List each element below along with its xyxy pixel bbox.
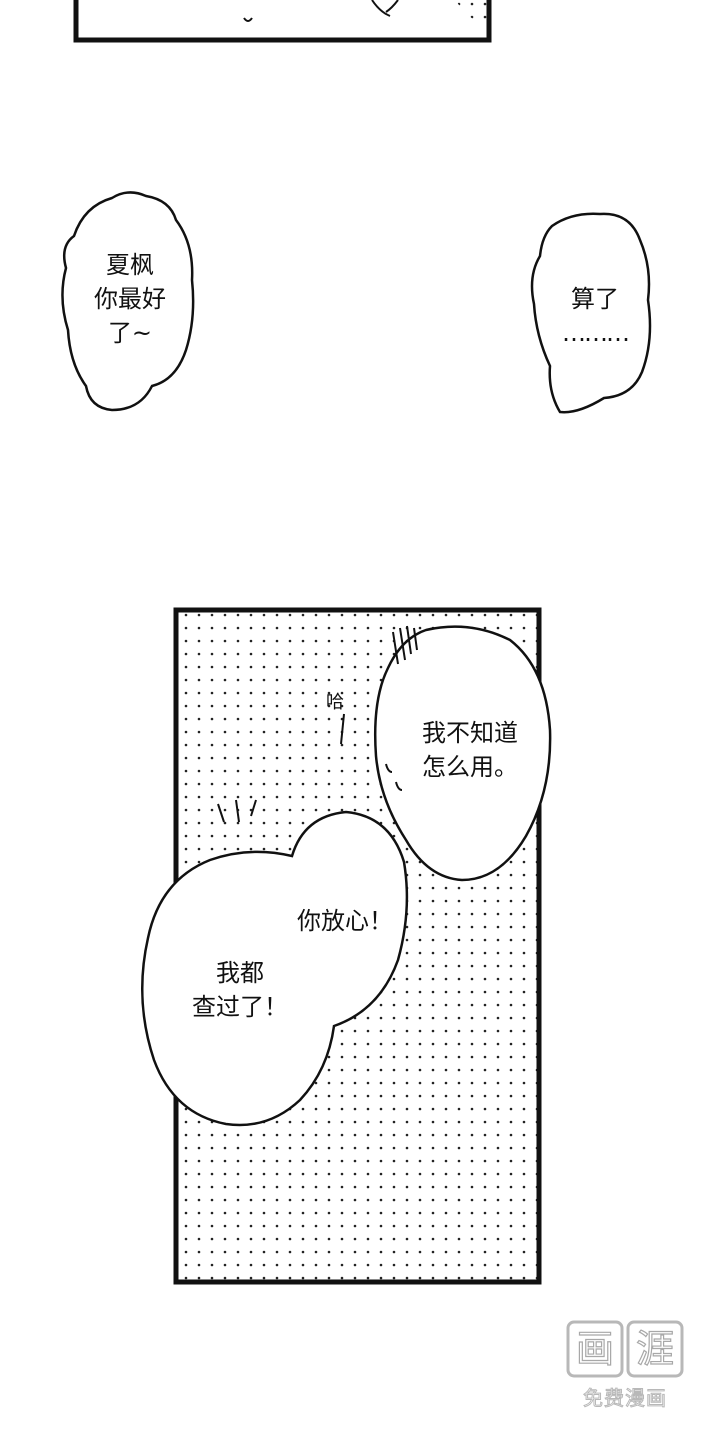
speech-bubble-top-right [530, 212, 652, 414]
bubble-line: 你放心！ [297, 907, 393, 935]
effect-lines [217, 625, 418, 823]
top-panel [73, 0, 492, 43]
watermark-char-2: 涯 [636, 1327, 674, 1371]
speech-bubble-middle [140, 810, 409, 1127]
sfx-ha: 哈 [326, 692, 344, 713]
bubble-text-lower-left: 我都 查过了！ [180, 956, 300, 1024]
bubble-line: 了~ [107, 319, 153, 347]
bubble-text-upper-right: 我不知道 怎么用。 [400, 716, 540, 784]
speech-bubble-top-left [61, 191, 195, 412]
bubble-line: 夏枫 [106, 251, 154, 279]
bubble-line: 我都 [216, 959, 264, 987]
bubble-line: 查过了！ [192, 993, 288, 1021]
bubble-text-top-right: 算了 ……… [545, 282, 645, 350]
bubble-line: ……… [562, 319, 630, 347]
bubble-line: 怎么用。 [422, 753, 518, 781]
bubble-line: 我不知道 [422, 719, 518, 747]
watermark-char-1: 画 [576, 1327, 614, 1371]
watermark-logo: 画 涯 [566, 1320, 684, 1378]
bubble-line: 算了 [571, 285, 619, 313]
speech-bubble-upper-right [373, 625, 552, 882]
bubble-text-top-left: 夏枫 你最好 了~ [80, 248, 180, 350]
bubble-text-middle: 你放心！ [290, 904, 400, 938]
watermark-subtitle: 免费漫画 [583, 1386, 667, 1411]
bubble-line: 你最好 [94, 285, 166, 313]
